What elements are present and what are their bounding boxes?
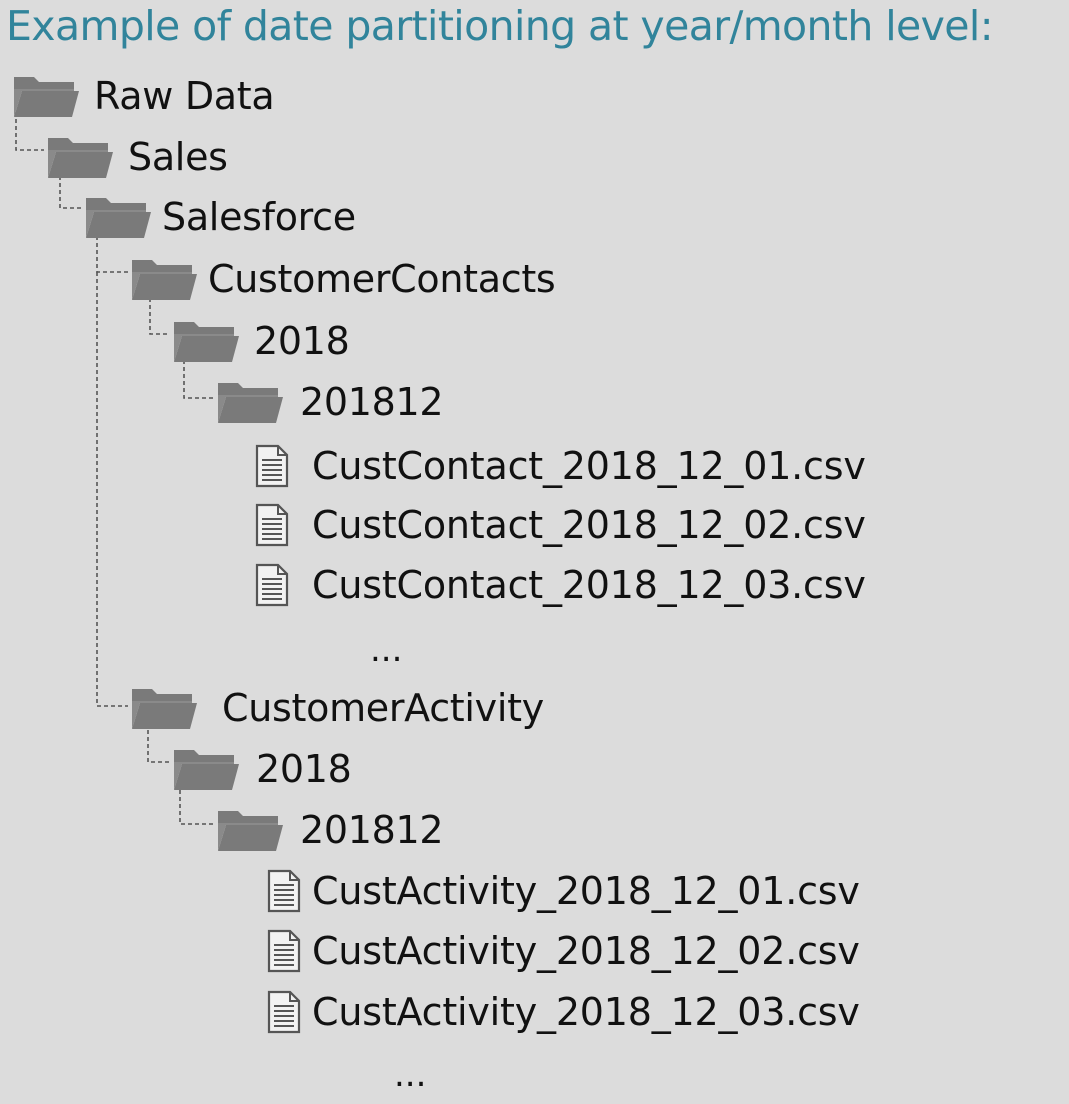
connector-2018-201812-activity (179, 790, 214, 825)
tree-node-customer-contacts[interactable]: CustomerContacts (128, 253, 556, 305)
tree-node-label: Raw Data (94, 74, 275, 118)
connector-contacts-2018 (149, 298, 170, 335)
tree-node-label: 2018 (256, 747, 352, 791)
tree-file-contact-2[interactable]: CustContact_2018_12_02.csv (254, 499, 866, 551)
tree-node-activity-month[interactable]: 201812 (214, 804, 444, 856)
tree-file-contact-1[interactable]: CustContact_2018_12_01.csv (254, 440, 866, 492)
tree-file-label: CustActivity_2018_12_02.csv (312, 929, 860, 973)
folder-icon (14, 77, 79, 117)
tree-node-label: 201812 (300, 808, 444, 852)
folder-icon (86, 198, 151, 238)
tree-node-activity-year[interactable]: 2018 (170, 743, 352, 795)
tree-file-activity-3[interactable]: CustActivity_2018_12_03.csv (266, 986, 860, 1038)
tree-node-contacts-month[interactable]: 201812 (214, 376, 444, 428)
tree-file-label: CustContact_2018_12_02.csv (312, 503, 866, 547)
folder-icon (174, 322, 239, 362)
connector-sales-salesforce (59, 176, 84, 209)
file-icon (267, 929, 301, 973)
connector-raw-sales (15, 112, 44, 151)
connector-2018-201812-contacts (183, 360, 216, 399)
file-icon (267, 869, 301, 913)
file-icon (255, 563, 289, 607)
file-icon (255, 444, 289, 488)
file-icon (255, 503, 289, 547)
tree-node-label: CustomerContacts (208, 257, 556, 301)
folder-icon (218, 811, 283, 851)
page-title: Example of date partitioning at year/mon… (6, 2, 994, 50)
tree-node-sales[interactable]: Sales (44, 131, 228, 183)
tree-file-activity-1[interactable]: CustActivity_2018_12_01.csv (266, 865, 860, 917)
tree-file-label: CustActivity_2018_12_01.csv (312, 869, 860, 913)
tree-node-salesforce[interactable]: Salesforce (82, 191, 356, 243)
tree-file-contact-3[interactable]: CustContact_2018_12_03.csv (254, 559, 866, 611)
tree-file-label: CustContact_2018_12_01.csv (312, 444, 866, 488)
file-icon (267, 990, 301, 1034)
folder-icon (132, 260, 197, 300)
more-files-ellipsis: ... (394, 1055, 427, 1095)
tree-node-customer-activity[interactable]: CustomerActivity (128, 682, 544, 734)
folder-icon (174, 750, 239, 790)
folder-icon (48, 138, 113, 178)
tree-node-label: 201812 (300, 380, 444, 424)
tree-file-label: CustActivity_2018_12_03.csv (312, 990, 860, 1034)
folder-icon (218, 383, 283, 423)
tree-node-label: CustomerActivity (222, 686, 544, 730)
tree-node-label: Salesforce (162, 195, 356, 239)
connector-activity-2018 (147, 730, 170, 763)
tree-file-activity-2[interactable]: CustActivity_2018_12_02.csv (266, 925, 860, 977)
tree-node-label: 2018 (254, 319, 350, 363)
tree-file-label: CustContact_2018_12_03.csv (312, 563, 866, 607)
folder-icon (132, 689, 197, 729)
more-files-ellipsis: ... (370, 630, 403, 670)
tree-node-raw-data[interactable]: Raw Data (10, 70, 275, 122)
tree-node-contacts-year[interactable]: 2018 (170, 315, 350, 367)
tree-node-label: Sales (128, 135, 228, 179)
connector-salesforce-activity (96, 272, 128, 707)
